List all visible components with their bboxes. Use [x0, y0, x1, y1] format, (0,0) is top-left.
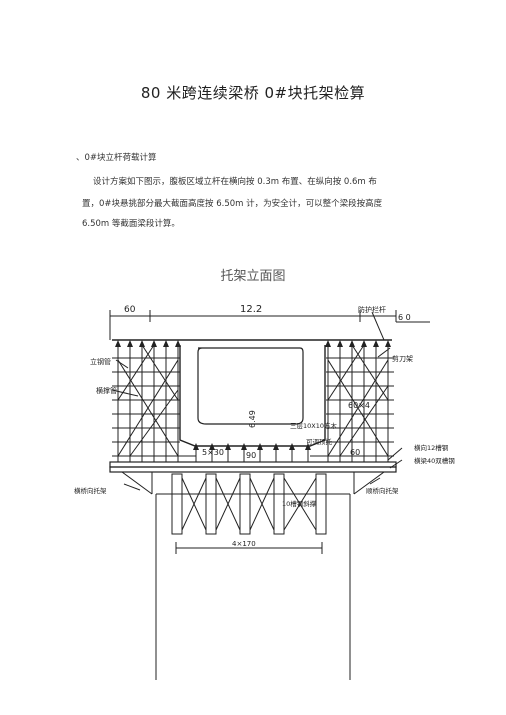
bottom-left-dim: 5×30: [202, 448, 224, 457]
bottom-mid-dim: 90: [246, 451, 256, 460]
adjust-label: 可调顶托: [306, 437, 333, 446]
right-bracket-label: 顺桥向托架: [366, 486, 399, 495]
dim-total-label: 12.2: [240, 304, 262, 315]
right-label-2: 横梁40双槽钢: [414, 456, 455, 465]
scissor-brace-label: 剪刀架: [392, 354, 413, 363]
bay-spacing-label: 60×4: [348, 401, 370, 410]
channel-label: 10槽钢斜撑: [282, 499, 317, 508]
layer-label: 三层10X10方木: [290, 421, 337, 430]
dim-left-label: 60: [124, 305, 136, 315]
right-label-1: 横向12槽钢: [414, 443, 449, 452]
dim-right-label: 6 0: [398, 313, 411, 322]
document-title: 80 米跨连续梁桥 0#块托架检算: [140, 84, 366, 102]
paragraph-line-3: 6.50m 等截面梁段计算。: [82, 219, 180, 229]
vertical-pipe-label: 立钢管: [90, 357, 111, 366]
height-label: 6.49: [248, 410, 257, 428]
left-bracket-label: 横桥向托架: [74, 486, 107, 495]
bottom-right-dim: 60: [350, 448, 360, 457]
figure-title: 托架立面图: [220, 269, 286, 284]
horizontal-pipe-label: 横撑管: [96, 386, 117, 395]
paragraph-line-1: 设计方案如下图示，腹板区域立杆在横向按 0.3m 布置、在纵向按 0.6m 布: [93, 177, 377, 187]
paragraph-line-2: 置，0#块悬挑部分最大截面高度按 6.50m 计，为安全计，可以整个梁段按高度: [82, 199, 383, 209]
bottom-dim-label: 4×170: [232, 540, 256, 548]
section-heading: 、0#块立杆荷载计算: [76, 153, 157, 163]
guard-rail-label: 防护栏杆: [358, 305, 386, 314]
